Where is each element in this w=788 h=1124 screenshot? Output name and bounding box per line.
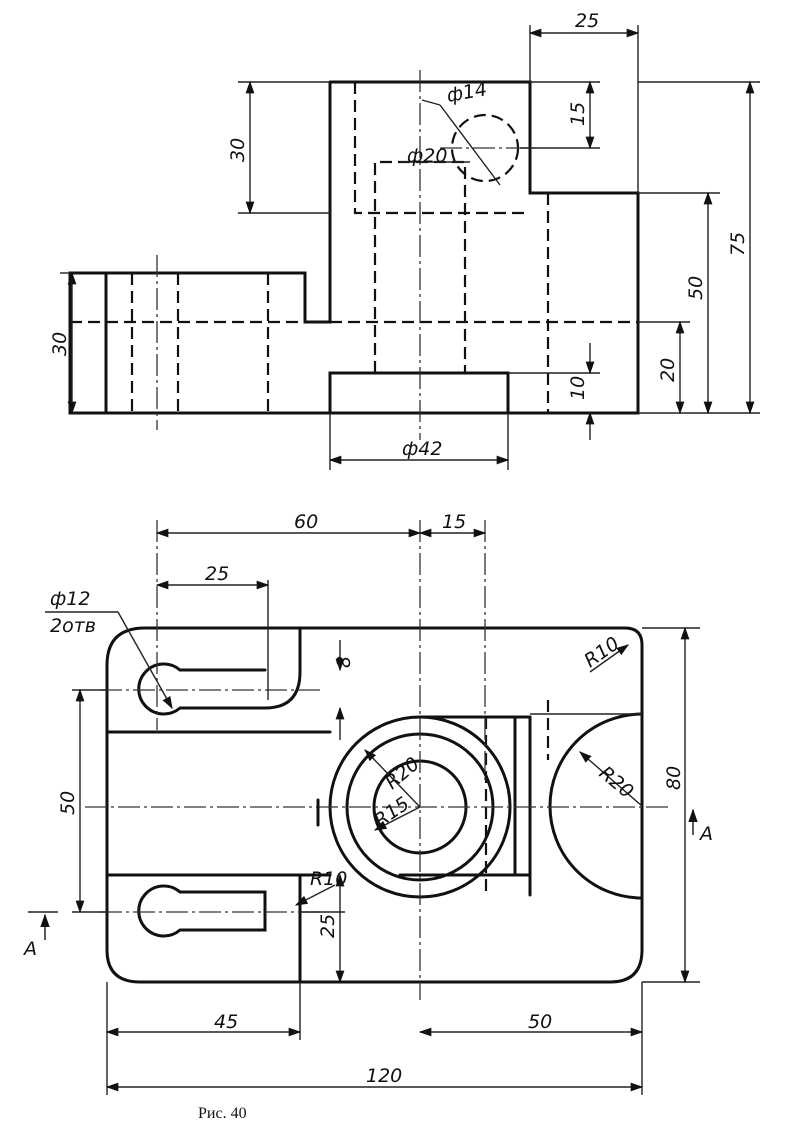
dim-plan-45: 45 (214, 1011, 238, 1033)
dim-front-75: 75 (727, 232, 749, 256)
dim-plan-50-left: 50 (57, 791, 79, 815)
dim-plan-25: 25 (205, 563, 229, 585)
plan-view: А А 60 15 25 ф12 2отв 8 (22, 511, 713, 1095)
section-mark-a-right: А (698, 823, 713, 845)
dim-front-30-top: 30 (227, 138, 249, 162)
dim-plan-phi12: ф12 (50, 588, 90, 610)
dim-plan-80: 80 (663, 766, 685, 790)
dim-front-10: 10 (567, 376, 589, 400)
dim-plan-two-holes: 2отв (50, 615, 96, 637)
dim-front-50: 50 (685, 276, 707, 300)
dim-front-phi42: ф42 (402, 438, 442, 460)
dim-plan-60: 60 (294, 511, 318, 533)
dim-plan-r10-slot: R10 (310, 868, 347, 890)
plan-view-outline (105, 626, 644, 984)
section-a-marks: А А (22, 798, 713, 960)
plan-view-dimensions: 60 15 25 ф12 2отв 8 R10 R20 R15 (45, 511, 700, 1095)
front-view-center-lines (156, 70, 535, 440)
dim-plan-25-slot: 25 (317, 914, 339, 938)
dim-plan-50-bottom: 50 (528, 1011, 552, 1033)
dim-front-30-left: 30 (49, 332, 71, 356)
front-view-outline (68, 80, 640, 415)
front-view-hidden-lines (70, 82, 638, 413)
front-view-dimensions: 25 30 ф14 ф20 15 75 50 (49, 10, 760, 470)
dim-plan-120: 120 (366, 1065, 402, 1087)
dim-plan-r10-top: R10 (580, 633, 623, 672)
dim-front-phi20: ф20 (407, 145, 447, 167)
plan-view-slots (137, 626, 302, 984)
figure-caption: Рис. 40 (198, 1105, 247, 1122)
dim-plan-r20-center: R20 (381, 753, 424, 794)
dim-front-25: 25 (575, 10, 599, 32)
dim-front-15: 15 (567, 102, 589, 126)
dim-front-20: 20 (657, 358, 679, 382)
dim-plan-15: 15 (442, 511, 466, 533)
plan-view-center-lines (85, 520, 670, 1000)
plan-view-hidden-lines (484, 700, 550, 895)
dim-plan-8: 8 (333, 656, 355, 668)
front-view: 25 30 ф14 ф20 15 75 50 (49, 10, 760, 470)
section-mark-a-left: А (22, 938, 37, 960)
